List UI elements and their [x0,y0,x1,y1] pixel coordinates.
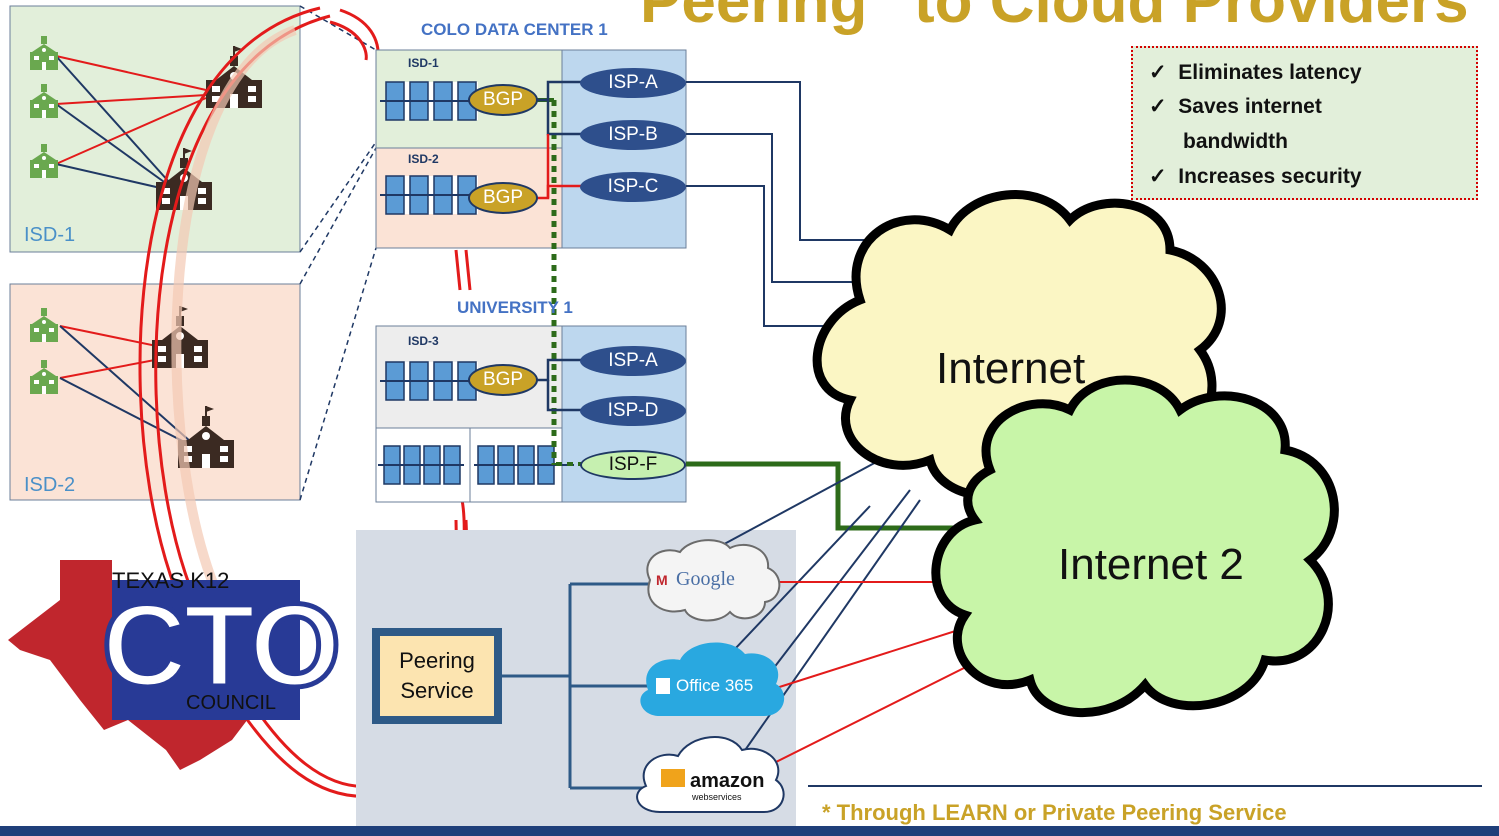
isp-oval-university-a: ISP-A [580,346,686,376]
benefit-item: ✓ Increases security [1149,164,1362,189]
peering-service-box: Peering Service [372,628,502,724]
bottom-bar [0,826,1499,836]
isp-oval-university-f: ISP-F [580,450,686,480]
office-icon [656,678,670,694]
page-title: Peering" to Cloud Providers [640,0,1469,36]
check-icon: ✓ [1149,95,1179,118]
isp-oval-colo-a: ISP-A [580,68,686,98]
isd1-panel-label: ISD-1 [24,224,76,246]
bgp-oval-colo-isd1: BGP [468,84,538,116]
internet2-cloud-label: Internet 2 [1058,540,1244,589]
isp-oval-university-d: ISP-D [580,396,686,426]
university-title: UNIVERSITY 1 [457,298,573,317]
internet-cloud-label: Internet [936,344,1086,393]
peering-service-inner: Peering Service [380,636,494,716]
colo-title: COLO DATA CENTER 1 [421,20,608,39]
logo-main-text: CTO [100,578,344,715]
benefit-item: ✓ Eliminates latency [1149,60,1362,85]
google-label: Google [676,568,735,590]
colo-isd2-label: ISD-2 [408,152,439,166]
logo-top-text: TEXAS K12 [112,568,230,593]
peering-line2: Service [400,678,474,703]
benefit-text: Saves internet [1178,95,1322,118]
footnote: * Through LEARN or Private Peering Servi… [822,800,1287,825]
check-icon: ✓ [1149,165,1179,188]
peering-line1: Peering [399,648,475,673]
office365-label: Office 365 [676,676,754,695]
benefits-box: ✓ Eliminates latency ✓ Saves internet ba… [1131,46,1478,200]
check-icon: ✓ [1149,61,1179,84]
logo-bottom-text: COUNCIL [186,692,277,714]
benefit-text: Increases security [1178,165,1362,188]
benefit-item-continued: bandwidth [1183,130,1288,153]
gmail-icon: M [656,572,668,588]
isd2-panel-label: ISD-2 [24,474,76,496]
benefit-text: Eliminates latency [1178,61,1362,84]
bgp-oval-university: BGP [468,364,538,396]
amazon-label: amazon [690,770,765,792]
colo-isd1-label: ISD-1 [408,56,439,70]
amazon-sub-label: webservices [692,792,742,802]
isp-oval-colo-c: ISP-C [580,172,686,202]
university-isd3-label: ISD-3 [408,334,439,348]
benefit-item: ✓ Saves internet [1149,94,1322,119]
isp-oval-colo-b: ISP-B [580,120,686,150]
bgp-oval-colo-isd2: BGP [468,182,538,214]
